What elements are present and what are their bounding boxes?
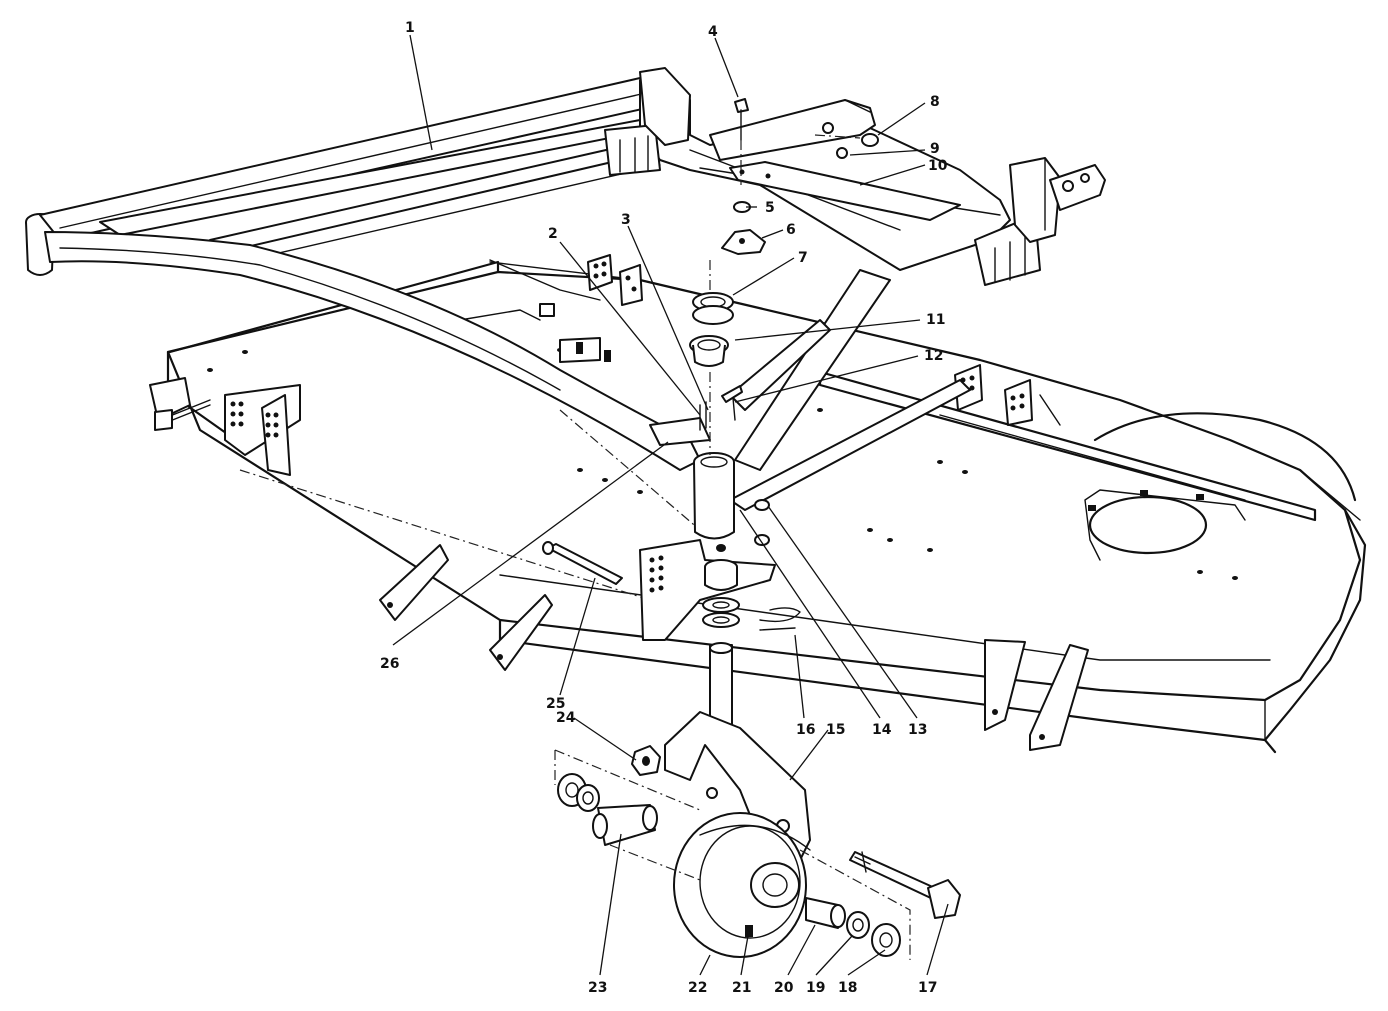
leader-lines: [392, 34, 949, 976]
callout-9: 9: [930, 141, 940, 157]
callout-18: 18: [838, 980, 857, 996]
callout-10: 10: [928, 158, 948, 174]
callout-11: 11: [926, 312, 945, 328]
caster-assembly: [542, 539, 961, 960]
callout-6: 6: [786, 222, 796, 238]
hardware-stack: [689, 98, 879, 546]
callout-12: 12: [924, 348, 943, 364]
callout-20: 20: [774, 980, 794, 996]
mower-deck: [149, 254, 1367, 754]
callout-24: 24: [556, 710, 576, 726]
callout-8: 8: [930, 94, 940, 110]
callout-22: 22: [688, 980, 707, 996]
callout-1: 1: [405, 20, 415, 36]
callout-7: 7: [798, 250, 808, 266]
callout-2: 2: [548, 226, 558, 242]
callout-21: 21: [732, 980, 751, 996]
main-frame: [25, 67, 1106, 540]
callout-5: 5: [765, 200, 775, 216]
callout-3: 3: [621, 212, 631, 228]
callout-14: 14: [872, 722, 892, 738]
callout-13: 13: [908, 722, 927, 738]
callout-19: 19: [806, 980, 825, 996]
callout-labels: 1 2 3 4 5 6 7 8 9 10 11 12 13 14 15 16 1…: [380, 20, 948, 996]
callout-4: 4: [708, 24, 718, 40]
callout-25: 25: [546, 696, 565, 712]
callout-17: 17: [918, 980, 937, 996]
callout-15: 15: [826, 722, 845, 738]
callout-23: 23: [588, 980, 607, 996]
callout-16: 16: [796, 722, 815, 738]
callout-26: 26: [380, 656, 399, 672]
